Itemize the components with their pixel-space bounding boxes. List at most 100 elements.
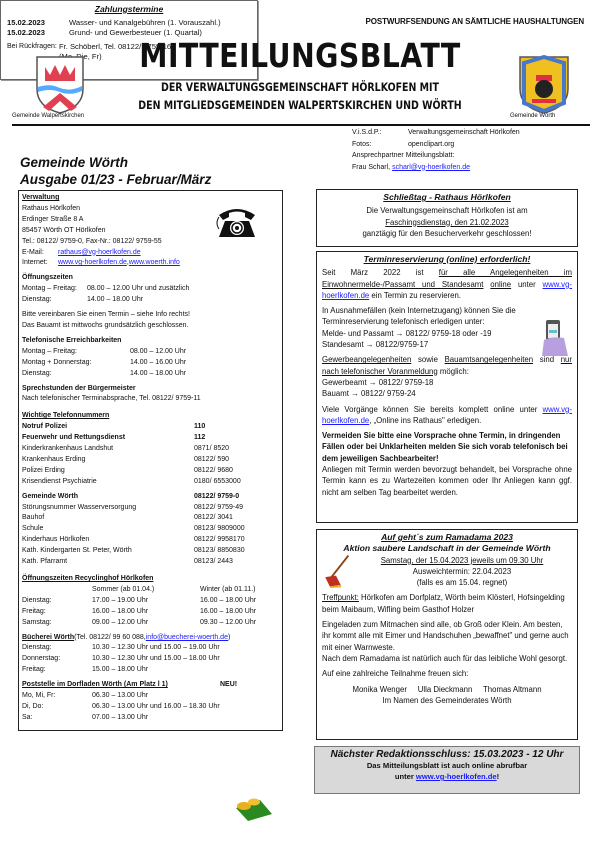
telephone-icon: [216, 209, 255, 237]
contact-email-link[interactable]: scharl@vg-hoerlkofen.de: [392, 163, 471, 171]
new-badge: NEU!: [220, 681, 238, 689]
deadline-title: Nächster Redaktionsschluss: 15.03.2023 -…: [330, 749, 564, 760]
paren: ): [227, 633, 231, 641]
editorial-deadline-box: Nächster Redaktionsschluss: 15.03.2023 -…: [314, 746, 580, 794]
table-cell: 10.30 – 12.30 Uhr und 15.00 – 18.00 Uhr: [92, 655, 220, 663]
ramadama-rain-note: (falls es am 15.04. regnet): [416, 578, 508, 588]
money-icon: [236, 798, 272, 821]
table-row: Krisendienst Psychiatrie 0180/ 6553000: [22, 477, 279, 488]
library-phone: (Tel. 08122/ 99 60 088,: [74, 633, 146, 641]
table-row: Kinderkrankenhaus Landshut 0871/ 8520: [22, 444, 279, 455]
table-cell: Kath. Kindergarten St. Peter, Wörth: [22, 547, 132, 555]
page-title: MITTEILUNGSBLATT: [139, 36, 461, 75]
library-email-link[interactable]: info@buecherei-woerth.de: [145, 633, 228, 641]
separator: ,: [126, 259, 129, 267]
web-link-vg[interactable]: www.vg-hoerlkofen.de: [58, 259, 127, 267]
header-divider: [12, 124, 590, 126]
vg-link[interactable]: www.vg-hoerlkofen.de: [322, 404, 572, 425]
imprint-value: openclipart.org: [408, 140, 455, 148]
email-label: E-Mail:: [22, 248, 44, 256]
smartphone-hand-icon: [542, 320, 568, 356]
table-cell: 16.00 – 18.00 Uhr: [200, 607, 257, 615]
table-cell: 08122/ 9680: [194, 466, 233, 474]
table-cell: 06.30 – 13.00 Uhr und 16.00 – 18.30 Uhr: [92, 702, 220, 710]
table-cell: 08122/ 9759-0: [194, 492, 240, 500]
table-cell: Feuerwehr und Rettungsdienst: [22, 434, 126, 442]
table-cell: Schule: [22, 525, 44, 533]
table-row: Di, Do:06.30 – 13.00 Uhr und 16.00 – 18.…: [22, 702, 279, 713]
opening-hours-heading: Öffnungszeiten: [22, 274, 73, 282]
closing-day-date: Faschingsdienstag, den 21.02.2023: [385, 217, 509, 227]
walpertskirchen-crest-icon: [36, 56, 84, 114]
crest-right-label: Gemeinde Wörth: [510, 113, 556, 119]
imprint-value: Verwaltungsgemeinschaft Hörlkofen: [408, 129, 520, 136]
trade-building-text: Gewerbeangelegenheiten sowie Bauamtsange…: [322, 355, 572, 399]
ramadama-date: Samstag, der 15.04.2023 jeweils um 09.30…: [380, 555, 544, 565]
table-cell: Störungsnummer Wasserversorgung: [22, 503, 137, 511]
crest-left-label: Gemeinde Walpertskirchen: [12, 113, 85, 119]
council-line: Im Namen des Gemeinderates Wörth: [382, 695, 512, 705]
recycling-season-header: Sommer (ab 01.04.)Winter (ab 01.11.): [92, 585, 256, 593]
table-cell: 17.00 – 19.00 Uhr: [92, 596, 149, 604]
table-cell: 08123/ 8850830: [194, 547, 245, 555]
priority-text: Anliegen mit Termin werden bevorzugt beh…: [322, 465, 572, 497]
vg-link[interactable]: www.vg-hoerlkofen.de: [322, 279, 573, 300]
table-cell: 0871/ 8520: [194, 445, 230, 453]
inquiry-contact: Fr. Schöberl, Tel. 08122/ 9759-16: [59, 41, 172, 51]
table-cell: 08123/ 2443: [194, 558, 233, 566]
imprint-key: V.i.S.d.P.:: [352, 129, 382, 136]
table-cell: Dienstag:: [22, 644, 52, 652]
ramadama-alt-date: Ausweichtermin: 22.04.2023: [412, 566, 512, 576]
web-link-woerth[interactable]: www.woerth.info: [128, 259, 180, 267]
phone-hours-row: Montag + Donnerstag:14.00 – 16.00 Uhr: [22, 358, 187, 366]
table-cell: 0180/ 6553000: [194, 477, 241, 485]
closing-text: Auf eine zahlreiche Teilnahme freuen sic…: [322, 669, 469, 679]
table-cell: Notruf Polizei: [22, 423, 68, 431]
table-cell: Kinderkrankenhaus Landshut: [22, 445, 114, 453]
table-cell: Krisendienst Psychiatrie: [22, 477, 97, 485]
ramadama-box: Auf geht´s zum Ramadama 2023 Aktion saub…: [316, 529, 578, 740]
address-line: Erdinger Straße 8 A: [22, 215, 84, 223]
invitation-text: Eingeladen zum Mitmachen sind alle, ob G…: [322, 620, 569, 652]
vg-link[interactable]: www.vg-hoerlkofen.de: [415, 772, 497, 781]
table-cell: Freitag:: [22, 607, 46, 615]
address-line: 85457 Wörth OT Hörlkofen: [22, 226, 106, 234]
table-cell: 09.30 – 12.00 Uhr: [200, 618, 257, 626]
online-note-link-line: unter www.vg-hoerlkofen.de!: [394, 772, 500, 781]
phone-hours-row: Montag – Freitag:08.00 – 12.00 Uhr: [22, 347, 187, 355]
imprint-contact-label: Ansprechpartner Mitteilungsblatt:: [352, 152, 455, 159]
appointment-text: Seit März 2022 ist für alle Angelegenhei…: [322, 268, 573, 300]
payment-heading: Zahlungstermine: [94, 4, 164, 14]
table-cell: 10.30 – 12.30 Uhr und 15.00 – 19.00 Uhr: [92, 644, 220, 652]
table-cell: 08122/ 9759-49: [194, 503, 244, 511]
phone-hours-row: Dienstag:14.00 – 18.00 Uhr: [22, 369, 187, 377]
recycling-heading: Öffnungszeiten Recyclinghof Hörlkofen: [22, 575, 154, 582]
broom-icon: [325, 554, 350, 588]
hours-row: Dienstag:14.00 – 18.00 Uhr: [22, 296, 144, 304]
imprint-contact-name: Frau Scharl,: [352, 163, 393, 171]
table-cell: 16.00 – 18.00 Uhr: [92, 607, 149, 615]
library-heading: Bücherei Wörth: [22, 633, 75, 641]
appointment-heading: Terminreservierung (online) erforderlich…: [363, 254, 531, 264]
email-link[interactable]: rathaus@vg-hoerlkofen.de: [58, 248, 141, 256]
catering-text: Nach dem Ramadama ist natürlich auch für…: [322, 653, 568, 663]
table-cell: Dienstag:: [22, 596, 52, 604]
info-box: Verwaltung Rathaus Hörlkofen Erdinger St…: [18, 190, 283, 731]
table-cell: 08122/ 3041: [194, 514, 233, 522]
mayor-hours-heading: Sprechstunden der Bürgermeister: [22, 384, 136, 392]
phone-hours-heading: Telefonische Erreichbarkeiten: [22, 336, 122, 344]
subtitle-2: DEN MITGLIEDSGEMEINDEN WALPERTSKIRCHEN U…: [138, 98, 462, 112]
closing-day-box: Schließtag - Rathaus Hörlkofen Die Verwa…: [316, 189, 578, 247]
meeting-points: Treffpunkt: Hörlkofen am Dorfplatz, Wört…: [322, 593, 565, 614]
table-cell: Samstag:: [22, 618, 52, 626]
